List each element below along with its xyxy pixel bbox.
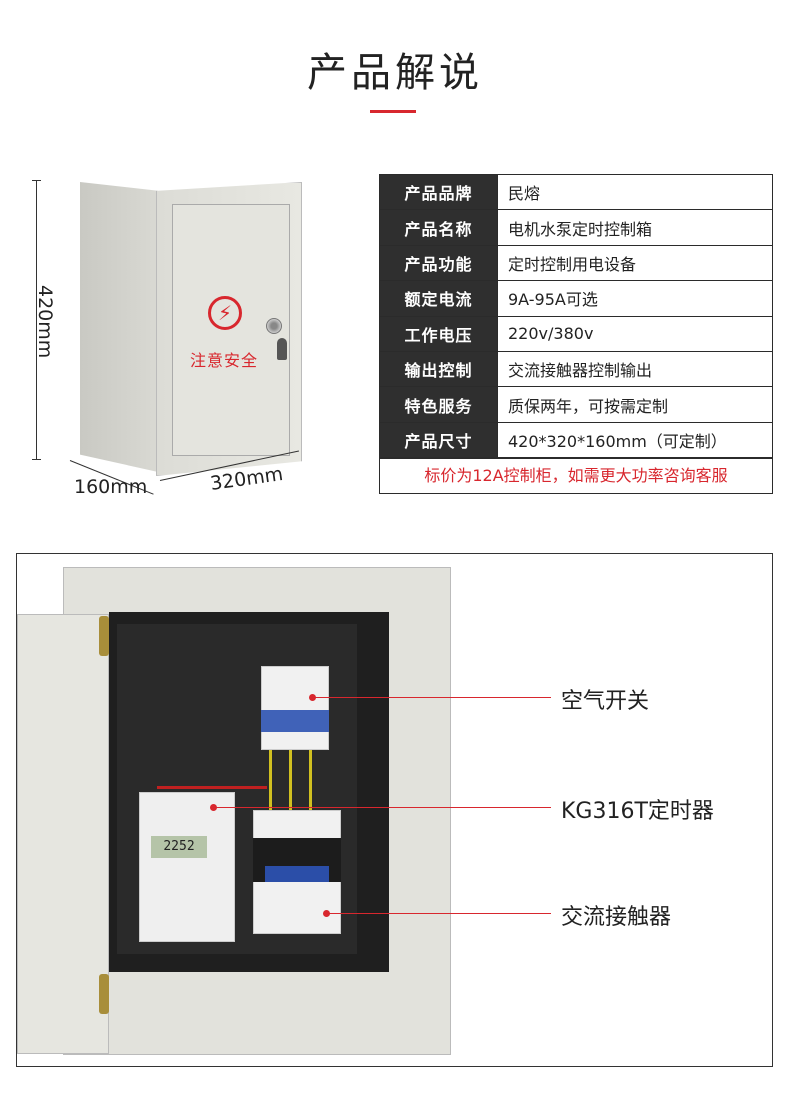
spec-key: 产品名称 <box>379 209 498 246</box>
spec-row: 产品功能定时控制用电设备 <box>379 244 773 282</box>
spec-key: 产品品牌 <box>379 173 498 211</box>
callout-label-timer: KG316T定时器 <box>561 799 714 824</box>
warning-text: 注意安全 <box>190 351 259 370</box>
spec-row: 产品名称电机水泵定时控制箱 <box>379 209 773 246</box>
spec-value: 交流接触器控制输出 <box>497 350 773 388</box>
callout-label-air-switch: 空气开关 <box>561 689 650 714</box>
height-label: 420mm <box>34 285 56 359</box>
spec-key: 产品尺寸 <box>379 421 498 459</box>
callout-dot <box>323 910 330 917</box>
spec-value: 质保两年，可按需定制 <box>497 386 773 423</box>
callout-label-contactor: 交流接触器 <box>561 905 672 930</box>
spec-key: 产品功能 <box>379 244 498 282</box>
callout-dot <box>210 804 217 811</box>
spec-value: 民熔 <box>497 173 773 211</box>
spec-row: 输出控制交流接触器控制输出 <box>379 350 773 388</box>
timer-display: 2252 <box>151 836 207 858</box>
price-note: 标价为12A控制柜，如需更大功率咨询客服 <box>379 458 773 494</box>
spec-value: 9A-95A可选 <box>497 280 773 317</box>
depth-label: 160mm <box>74 476 148 498</box>
spec-row: 产品品牌民熔 <box>379 173 773 211</box>
wire <box>309 750 312 812</box>
interior-photo: 2252 空气开关 KG316T定时器 交流接触器 <box>16 553 773 1067</box>
spec-value: 220v/380v <box>497 315 773 352</box>
spec-key: 输出控制 <box>379 350 498 388</box>
callout-dot <box>309 694 316 701</box>
height-dimension-line <box>32 180 41 460</box>
hinge-icon <box>99 616 109 656</box>
air-switch <box>261 666 329 750</box>
spec-value: 定时控制用电设备 <box>497 244 773 282</box>
box-side-panel <box>80 182 158 472</box>
page-title: 产品解说 <box>307 50 483 96</box>
spec-value: 420*320*160mm（可定制） <box>497 421 773 459</box>
contactor-indicator <box>265 866 329 882</box>
callout-line <box>327 913 551 914</box>
callout-line <box>214 807 551 808</box>
open-door <box>17 614 109 1054</box>
spec-value: 电机水泵定时控制箱 <box>497 209 773 246</box>
callout-line <box>313 697 551 698</box>
lightning-warning-icon: ⚡ <box>208 296 242 330</box>
hinge-icon <box>99 974 109 1014</box>
key-icon <box>277 338 287 360</box>
air-switch-handle <box>261 710 329 732</box>
spec-row: 特色服务质保两年，可按需定制 <box>379 386 773 423</box>
lock-icon <box>266 318 282 334</box>
spec-key: 额定电流 <box>379 280 498 317</box>
timer-device <box>139 792 235 942</box>
title-underline <box>370 110 416 113</box>
wire <box>289 750 292 812</box>
wire <box>157 786 267 789</box>
spec-key: 特色服务 <box>379 386 498 423</box>
wire <box>269 750 272 812</box>
spec-key: 工作电压 <box>379 315 498 352</box>
